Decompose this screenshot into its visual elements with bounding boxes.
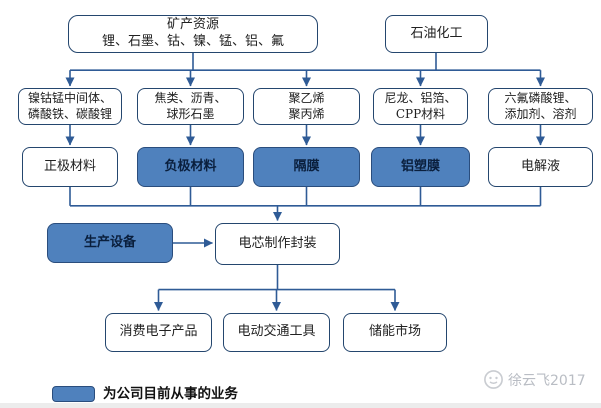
petrochemical-title: 石油化工 <box>410 25 463 41</box>
watermark: 徐云飞2017 <box>483 369 586 390</box>
node-nylon-foil-cpp: 尼龙、铝箔、 CPP材料 <box>373 88 468 125</box>
page-bottom-strip <box>0 403 601 408</box>
node-polyethylene-polypropylene: 聚乙烯 聚丙烯 <box>253 88 360 125</box>
watermark-text: 徐云飞2017 <box>508 372 586 389</box>
node-cathode-material: 正极材料 <box>22 147 118 187</box>
node-production-equipment: 生产设备 <box>47 223 173 263</box>
node-mineral-resources: 矿产资源 锂、石墨、钴、镍、锰、铝、氟 <box>68 15 318 53</box>
mineral-resources-title: 矿产资源 <box>166 17 219 33</box>
legend-swatch <box>52 386 95 402</box>
node-consumer-electronics: 消费电子产品 <box>105 313 212 352</box>
node-separator: 隔膜 <box>253 147 360 187</box>
node-electrolyte: 电解液 <box>488 147 593 187</box>
node-aluminum-plastic-film: 铝塑膜 <box>371 147 470 187</box>
node-electric-transportation: 电动交通工具 <box>223 313 330 352</box>
node-lipf6-additives-solvents: 六氟磷酸锂、 添加剂、溶剂 <box>488 88 593 125</box>
legend-label: 为公司目前从事的业务 <box>103 386 238 402</box>
node-petrochemical: 石油化工 <box>385 15 488 53</box>
node-cell-assembly-packaging: 电芯制作封装 <box>215 223 340 265</box>
node-anode-material: 负极材料 <box>137 147 244 187</box>
node-coke-pitch-graphite: 焦类、沥青、 球形石墨 <box>137 88 244 125</box>
mineral-resources-items: 锂、石墨、钴、镍、锰、铝、氟 <box>101 34 284 49</box>
smiley-face-icon <box>484 370 503 389</box>
node-energy-storage-market: 储能市场 <box>343 313 447 352</box>
node-nickel-cobalt-precursors: 镍钴锰中间体、 磷酸铁、碳酸锂 <box>18 88 122 125</box>
